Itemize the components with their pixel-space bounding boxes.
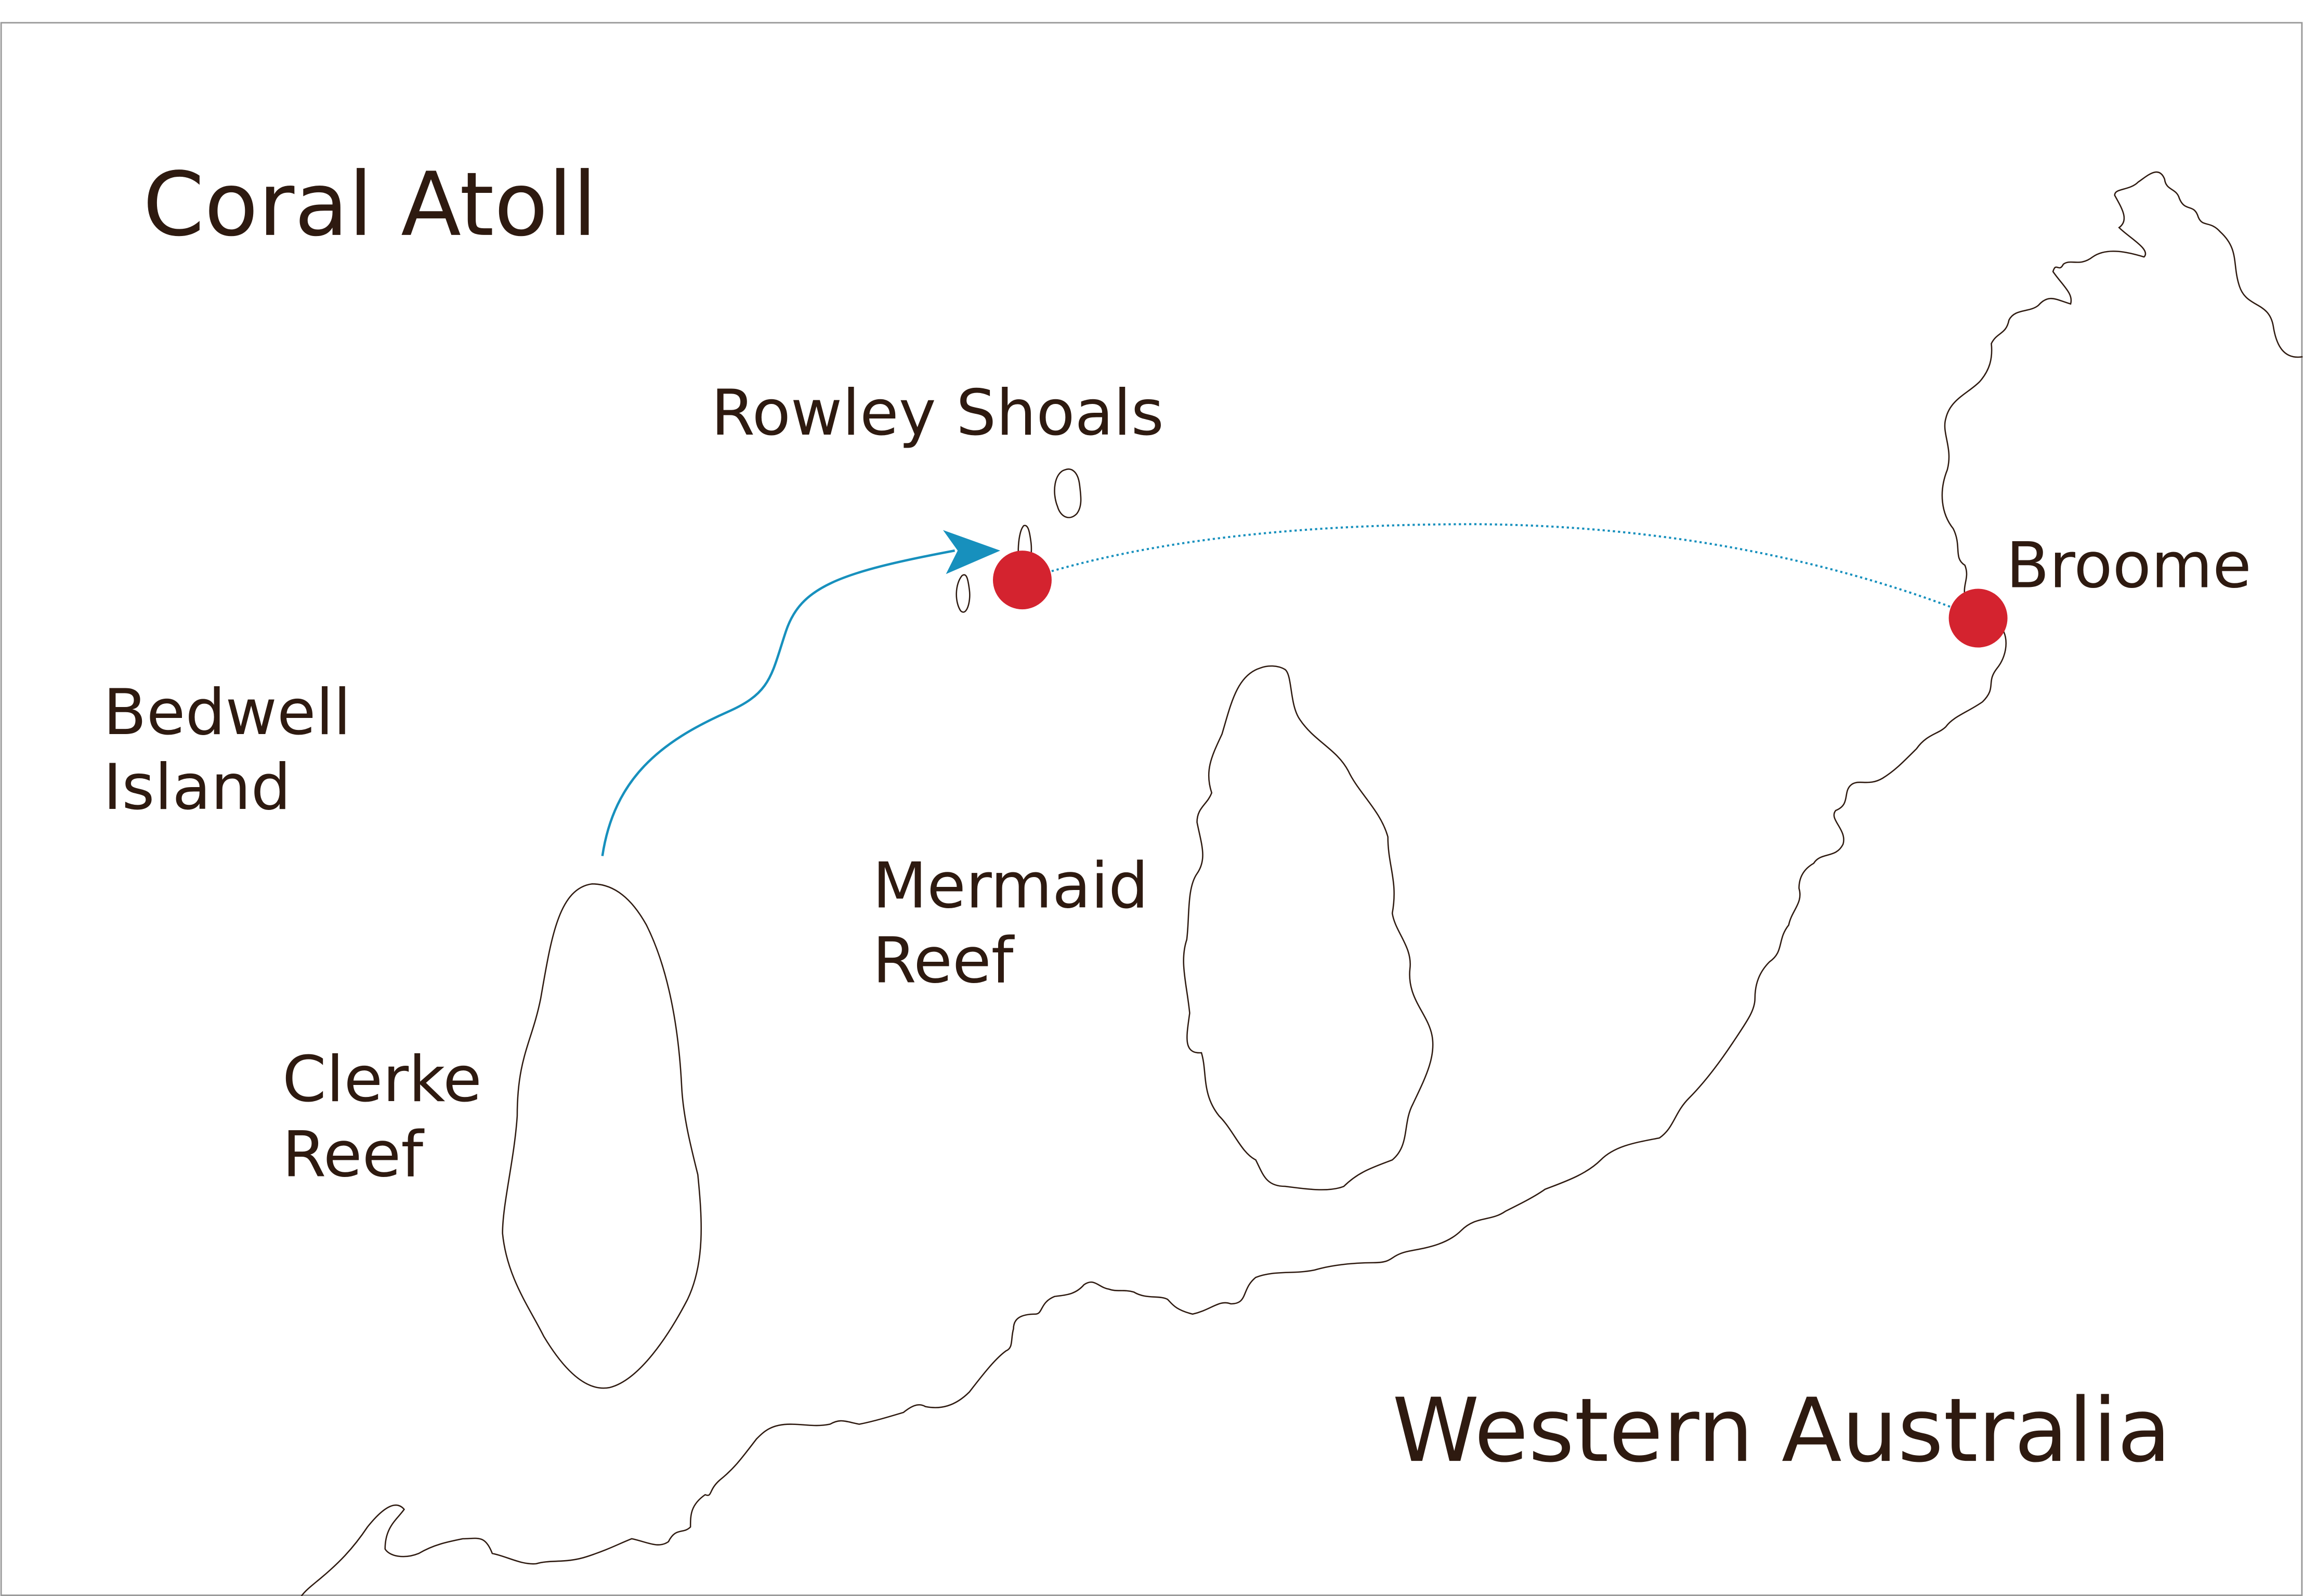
route-line-solid bbox=[601, 549, 955, 856]
label-western-australia: Western Australia bbox=[1392, 1379, 2171, 1482]
coastline-western-australia bbox=[300, 171, 2303, 1596]
label-coral-atoll: Coral Atoll bbox=[143, 153, 597, 256]
mermaid-reef-outline bbox=[1183, 665, 1434, 1191]
rowley-shoals-island-3 bbox=[956, 574, 971, 613]
stop-marker-rowley-shoals[interactable] bbox=[992, 551, 1052, 610]
label-bedwell-line1: Bedwell bbox=[103, 675, 351, 749]
stop-marker-broome[interactable] bbox=[1948, 588, 2008, 648]
rowley-shoals-island-1 bbox=[1054, 468, 1082, 518]
route-line-dotted bbox=[1051, 523, 1954, 609]
label-broome: Broome bbox=[2006, 529, 2252, 603]
clerke-reef-outline bbox=[502, 883, 702, 1389]
route-arrow-head-icon bbox=[943, 530, 1001, 574]
label-bedwell-line2: Island bbox=[103, 750, 291, 824]
label-clerke-line2: Reef bbox=[282, 1117, 425, 1191]
label-mermaid-line1: Mermaid bbox=[872, 848, 1148, 922]
label-rowley-shoals: Rowley Shoals bbox=[711, 376, 1164, 450]
map-frame bbox=[0, 22, 2303, 1596]
label-clerke-line1: Clerke bbox=[282, 1042, 482, 1116]
label-mermaid-line2: Reef bbox=[872, 923, 1015, 997]
